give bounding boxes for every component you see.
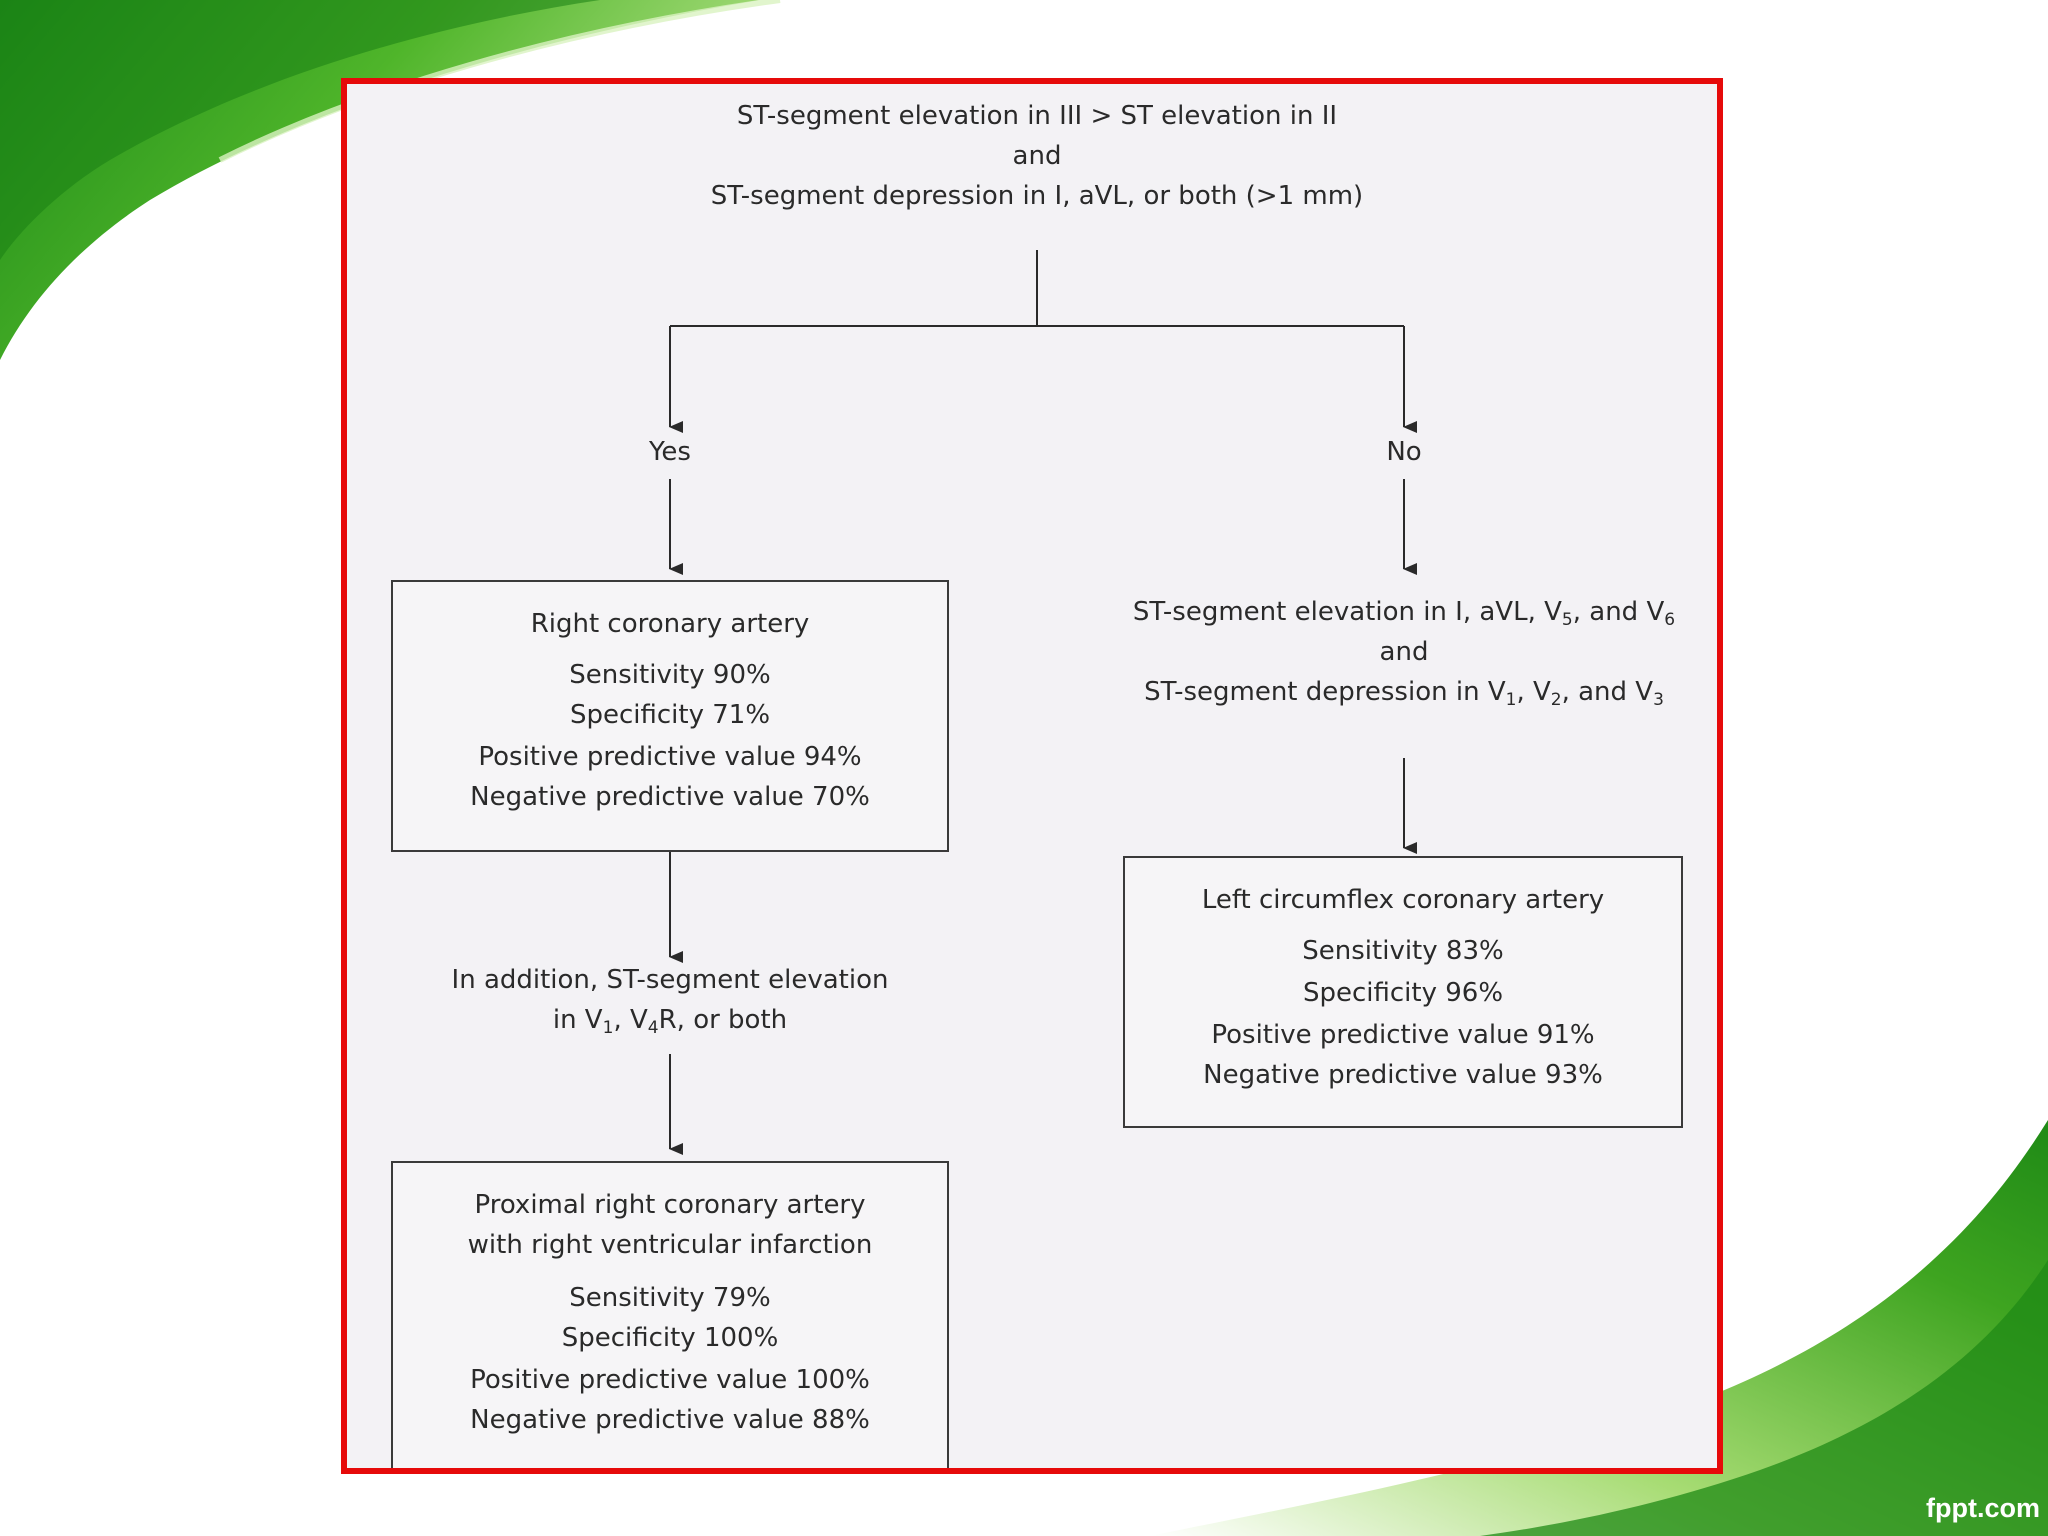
flowchart-connectors	[669, 250, 1417, 1155]
brand-logo-text: fppt.com	[1926, 1493, 2040, 1523]
proximal-title-2: with right ventricular infarction	[467, 1230, 873, 1260]
proximal-ppv: Positive predictive value 100%	[470, 1365, 870, 1395]
lcx-specificity: Specificity 96%	[1302, 978, 1504, 1008]
rca-specificity: Specificity 71%	[569, 700, 771, 730]
addition-condition-text: In addition, ST-segment elevation in V1,…	[370, 960, 970, 1040]
no-branch-condition-text: ST-segment elevation in I, aVL, V5, and …	[1044, 592, 1717, 712]
proximal-title-1: Proximal right coronary artery	[474, 1190, 866, 1220]
no-condition-line-1: ST-segment elevation in I, aVL, V5, and …	[1132, 597, 1676, 630]
proximal-rca-result-box: Proximal right coronary artery with righ…	[391, 1161, 949, 1468]
no-label: No	[1386, 437, 1422, 467]
rca-result-box: Right coronary artery Sensitivity 90% Sp…	[391, 580, 949, 852]
rca-ppv: Positive predictive value 94%	[478, 742, 862, 772]
addition-line-2: in V1, V4R, or both	[552, 1005, 788, 1038]
rca-npv: Negative predictive value 70%	[470, 782, 870, 812]
lcx-npv: Negative predictive value 93%	[1203, 1060, 1603, 1090]
lcx-ppv: Positive predictive value 91%	[1211, 1020, 1595, 1050]
lcx-sensitivity: Sensitivity 83%	[1302, 936, 1504, 966]
proximal-npv: Negative predictive value 88%	[470, 1405, 870, 1435]
proximal-sensitivity: Sensitivity 79%	[569, 1283, 771, 1313]
addition-line-1: In addition, ST-segment elevation	[451, 965, 889, 995]
rca-sensitivity: Sensitivity 90%	[569, 660, 771, 690]
rca-title: Right coronary artery	[530, 609, 810, 639]
top-condition-line-1: ST-segment elevation in III > ST elevati…	[736, 101, 1338, 131]
proximal-specificity: Specificity 100%	[561, 1323, 779, 1353]
diagram-panel: ST-segment elevation in III > ST elevati…	[341, 78, 1723, 1474]
lcx-title: Left circumflex coronary artery	[1201, 885, 1605, 915]
yes-label: Yes	[649, 437, 691, 467]
top-condition-text: ST-segment elevation in III > ST elevati…	[587, 96, 1487, 216]
lcx-result-box: Left circumflex coronary artery Sensitiv…	[1123, 856, 1683, 1128]
no-condition-line-3: ST-segment depression in V1, V2, and V3	[1144, 677, 1664, 710]
top-condition-line-2: and	[1012, 141, 1062, 171]
top-condition-line-3: ST-segment depression in I, aVL, or both…	[710, 181, 1364, 211]
no-condition-line-2: and	[1379, 637, 1429, 667]
